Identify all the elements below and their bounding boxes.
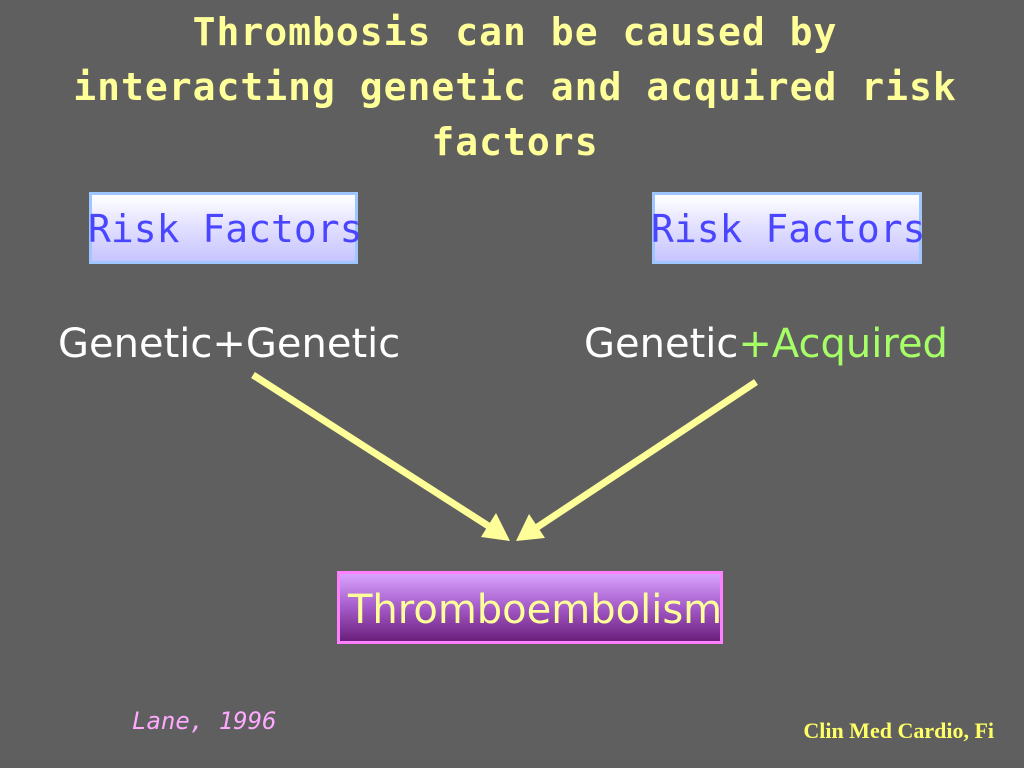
risk-factors-label-right: Risk Factors: [651, 207, 926, 251]
risk-factors-box-right: Risk Factors: [651, 192, 926, 264]
slide-title: Thrombosis can be caused by interacting …: [73, 10, 957, 164]
genetic-part: Genetic: [584, 321, 739, 367]
footer-source: Clin Med Cardio, Fi: [803, 718, 994, 743]
genetic-acquired-label: Genetic+Acquired: [584, 318, 948, 370]
genetic-genetic-label: Genetic+Genetic: [58, 321, 401, 367]
thromboembolism-box: Thromboembolism: [337, 571, 723, 644]
risk-factors-box-left: Risk Factors: [88, 192, 363, 264]
thromboembolism-label: Thromboembolism: [348, 587, 723, 633]
left-arrow: [251, 372, 510, 541]
right-arrow: [516, 379, 758, 541]
citation: Lane, 1996: [132, 707, 277, 735]
acquired-part: +Acquired: [738, 321, 948, 367]
risk-factors-label-left: Risk Factors: [88, 207, 363, 251]
